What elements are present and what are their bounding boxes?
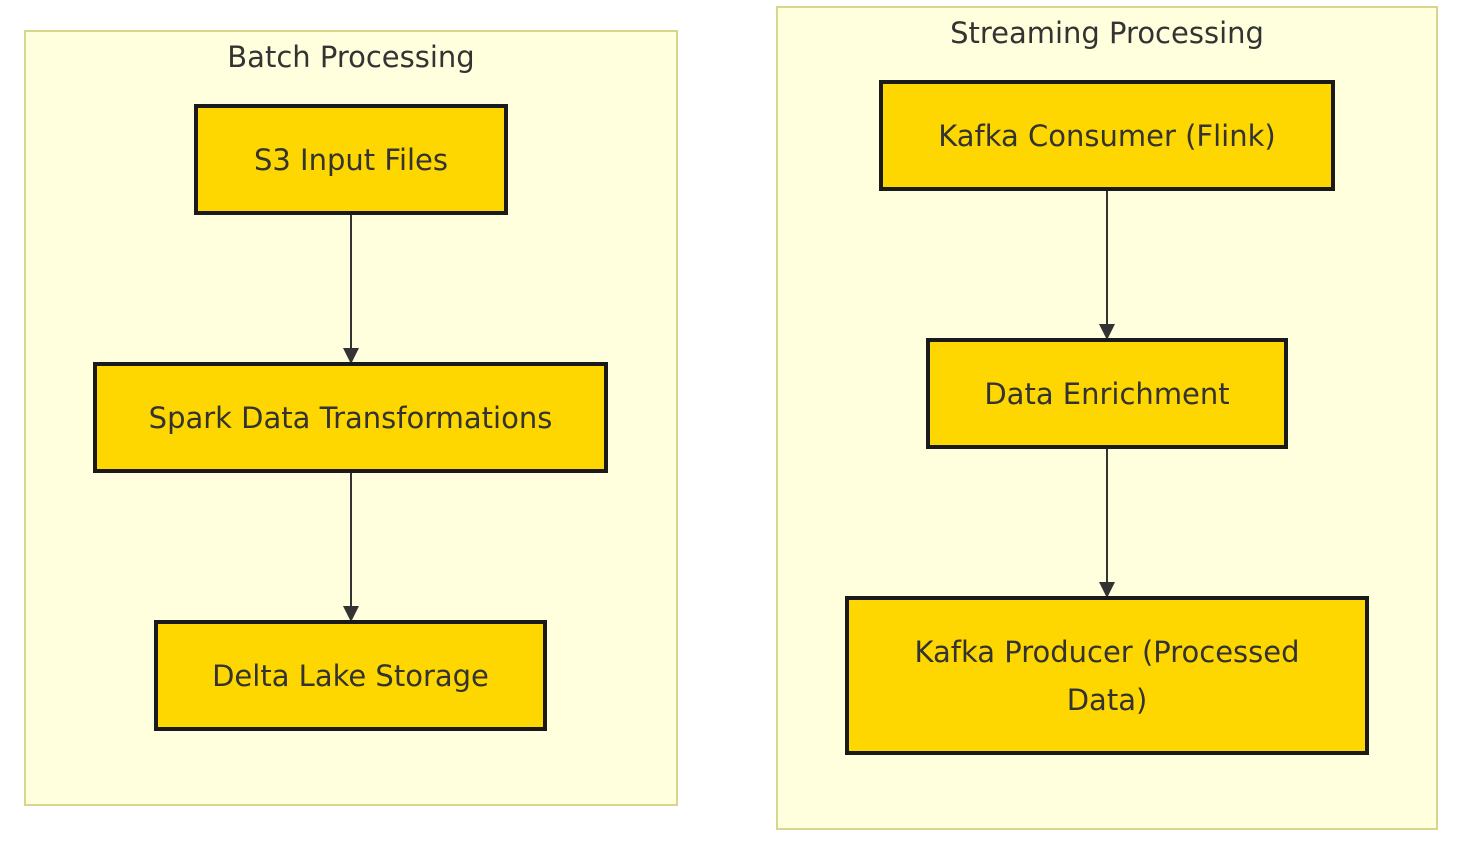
cluster-title-streaming: Streaming Processing: [950, 16, 1264, 50]
node-label: Kafka Consumer (Flink): [938, 118, 1276, 153]
node-delta-lake-storage[interactable]: Delta Lake Storage: [154, 620, 547, 731]
node-label: Kafka Producer (Processed Data): [914, 634, 1300, 717]
cluster-title-batch: Batch Processing: [227, 40, 475, 74]
node-label: S3 Input Files: [253, 142, 449, 177]
arrowhead-icon: [343, 606, 359, 622]
node-data-enrichment[interactable]: Data Enrichment: [926, 338, 1288, 449]
node-s3-input-files[interactable]: S3 Input Files: [194, 104, 508, 215]
node-label: Delta Lake Storage: [212, 658, 489, 693]
node-label: Data Enrichment: [984, 376, 1230, 411]
arrowhead-icon: [1099, 324, 1115, 340]
arrowhead-icon: [343, 348, 359, 364]
node-spark-data-transformations[interactable]: Spark Data Transformations: [93, 362, 608, 473]
node-kafka-producer[interactable]: Kafka Producer (Processed Data): [845, 596, 1369, 755]
node-kafka-consumer[interactable]: Kafka Consumer (Flink): [879, 80, 1335, 191]
arrowhead-icon: [1099, 582, 1115, 598]
node-label: Spark Data Transformations: [148, 400, 553, 435]
